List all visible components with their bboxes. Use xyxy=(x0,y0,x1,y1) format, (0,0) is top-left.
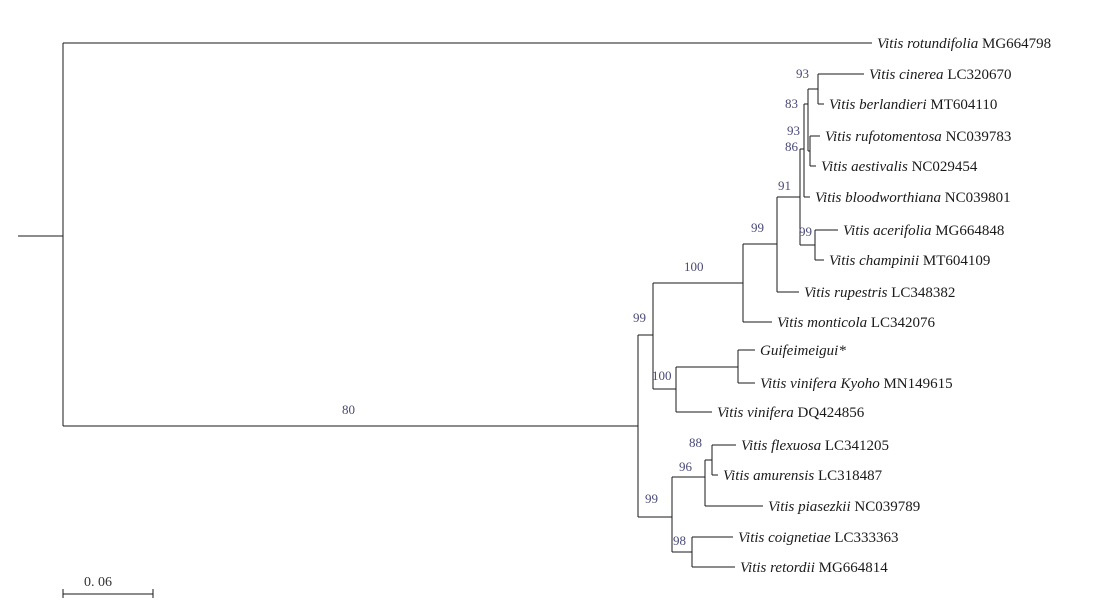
taxon-label: Vitis champinii MT604109 xyxy=(829,253,990,269)
support-value: 100 xyxy=(684,259,704,274)
support-value: 83 xyxy=(785,96,798,111)
taxon-label: Guifeimeigui* xyxy=(760,343,846,359)
taxon-label: Vitis coignetiae LC333363 xyxy=(738,530,899,546)
scale-bar: 0. 06 xyxy=(62,575,154,598)
taxon-label: Vitis flexuosa LC341205 xyxy=(741,438,889,454)
support-values: 80 93 83 93 86 91 99 99 100 99 100 88 96… xyxy=(342,66,812,548)
support-value: 88 xyxy=(689,435,702,450)
support-value: 100 xyxy=(652,368,672,383)
scale-bar-label: 0. 06 xyxy=(84,575,112,590)
taxon-label: Vitis aestivalis NC029454 xyxy=(821,159,978,175)
support-value: 99 xyxy=(799,224,812,239)
tree-branches xyxy=(18,42,872,568)
taxon-label: Vitis amurensis LC318487 xyxy=(723,468,883,484)
taxon-label: Vitis vinifera DQ424856 xyxy=(717,405,865,421)
support-value: 99 xyxy=(633,310,646,325)
taxon-label: Vitis acerifolia MG664848 xyxy=(843,223,1004,239)
taxon-label: Vitis rupestris LC348382 xyxy=(804,285,955,301)
taxon-label: Vitis berlandieri MT604110 xyxy=(829,97,997,113)
taxon-label: Vitis monticola LC342076 xyxy=(777,315,936,331)
support-value: 93 xyxy=(796,66,809,81)
taxon-labels: Vitis rotundifolia MG664798 Vitis cinere… xyxy=(717,36,1051,576)
taxon-label: Vitis rufotomentosa NC039783 xyxy=(825,129,1011,145)
taxon-label: Vitis vinifera Kyoho MN149615 xyxy=(760,376,953,392)
taxon-label: Vitis bloodworthiana NC039801 xyxy=(815,190,1011,206)
support-value: 98 xyxy=(673,533,686,548)
support-value: 96 xyxy=(679,459,693,474)
taxon-label: Vitis piasezkii NC039789 xyxy=(768,499,920,515)
support-value: 93 xyxy=(787,123,800,138)
support-value: 80 xyxy=(342,402,355,417)
taxon-label: Vitis cinerea LC320670 xyxy=(869,67,1011,83)
support-value: 99 xyxy=(645,491,658,506)
taxon-label: Vitis rotundifolia MG664798 xyxy=(877,36,1051,52)
support-value: 99 xyxy=(751,220,764,235)
support-value: 91 xyxy=(778,178,791,193)
taxon-label: Vitis retordii MG664814 xyxy=(740,560,888,576)
support-value: 86 xyxy=(785,139,799,154)
